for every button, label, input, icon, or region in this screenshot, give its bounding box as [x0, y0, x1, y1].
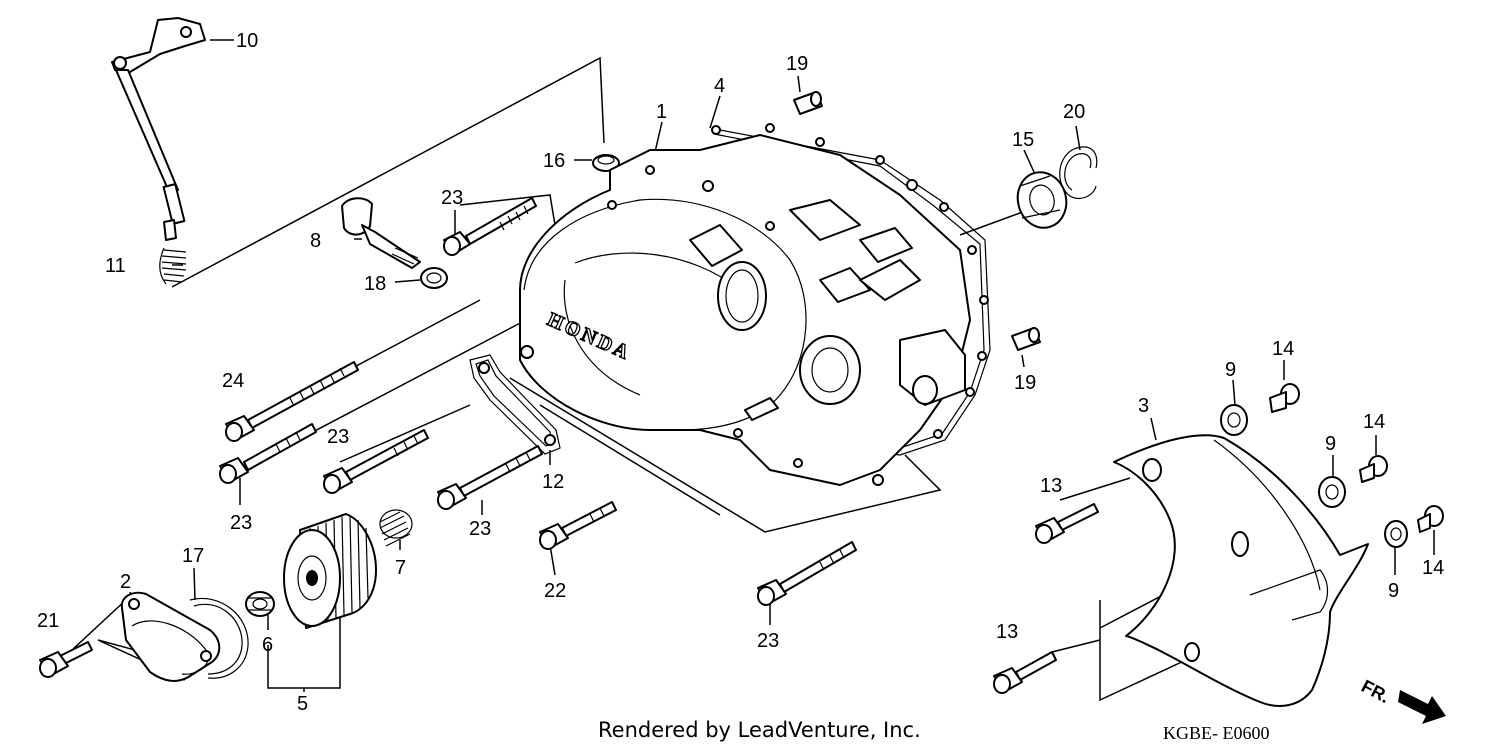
washer-part-18	[420, 267, 448, 289]
collar-part-14-top	[1269, 383, 1300, 413]
shift-shaft-part-10	[111, 17, 206, 241]
dowel-pin-part-19-upper	[793, 91, 823, 115]
callout-14-top: 14	[1272, 338, 1294, 360]
callout-19-upper: 19	[786, 53, 808, 75]
callout-5: 5	[297, 693, 308, 715]
bolt-part-24	[225, 361, 359, 442]
bolt-part-23-center	[437, 445, 543, 510]
diagram-code: KGBE- E0600	[1163, 723, 1270, 743]
filter-cover-part-2	[120, 591, 221, 682]
front-direction-arrow: FR.	[1358, 676, 1446, 724]
crankcase-cover-part-1: HONDA	[519, 123, 991, 486]
callout-23-upper: 23	[441, 187, 463, 209]
bolt-part-13-upper	[1035, 503, 1099, 544]
callout-21: 21	[37, 610, 59, 632]
callout-15: 15	[1012, 129, 1034, 151]
gasket-part-12	[469, 354, 561, 455]
callout-9-top: 9	[1225, 359, 1236, 381]
callout-13-upper: 13	[1040, 475, 1062, 497]
callout-1: 1	[656, 101, 667, 123]
callout-23-middle: 23	[327, 426, 349, 448]
callout-12: 12	[542, 471, 564, 493]
callout-2: 2	[120, 571, 131, 593]
bolt-part-23-middle	[323, 429, 429, 494]
callout-23-left: 23	[230, 512, 252, 534]
bolt-part-21	[39, 641, 93, 678]
callout-23-lower: 23	[757, 630, 779, 652]
callout-18: 18	[364, 273, 386, 295]
grommet-part-9-lower	[1384, 520, 1408, 548]
bolt-part-23-lower	[757, 541, 857, 606]
front-direction-label: FR.	[1358, 676, 1393, 707]
collar-part-14-lower	[1417, 505, 1444, 533]
o-ring-part-6	[245, 591, 275, 617]
callouts: 1 2 3 4 5 6 7 8 9 9 9 10 11 12 13 13 14 …	[37, 30, 1444, 715]
callout-11: 11	[105, 255, 126, 277]
callout-19-lower: 19	[1014, 372, 1036, 394]
dowel-pin-part-19-lower	[1011, 327, 1041, 351]
callout-23-center: 23	[469, 518, 491, 540]
callout-22: 22	[544, 580, 566, 602]
grommet-part-9-middle	[1318, 476, 1346, 508]
spring-part-11	[159, 247, 187, 285]
guard-cover-part-3	[1113, 434, 1369, 707]
callout-7: 7	[395, 557, 406, 579]
credit-text: Rendered by LeadVenture, Inc.	[598, 718, 921, 742]
callout-9-lower: 9	[1388, 580, 1399, 602]
oil-filter-part-5	[283, 513, 377, 629]
oil-plug-part-8	[341, 197, 421, 269]
callout-13-lower: 13	[996, 621, 1018, 643]
oil-seal-part-16	[592, 154, 620, 172]
o-ring-part-17	[189, 597, 249, 679]
callout-10: 10	[236, 30, 258, 52]
callout-20: 20	[1063, 101, 1085, 123]
bearing-part-15	[1016, 171, 1068, 229]
callout-14-lower: 14	[1422, 557, 1444, 579]
callout-24: 24	[222, 370, 244, 392]
spring-part-7	[379, 509, 413, 547]
callout-3: 3	[1138, 395, 1149, 417]
collar-part-14-middle	[1359, 455, 1388, 483]
callout-14-middle: 14	[1363, 411, 1385, 433]
callout-17: 17	[182, 545, 204, 567]
bolt-part-22	[539, 501, 617, 550]
circlip-part-20	[1059, 146, 1098, 199]
callout-6: 6	[262, 634, 273, 656]
callout-9-middle: 9	[1325, 433, 1336, 455]
bolt-part-13-lower	[993, 651, 1057, 694]
callout-8: 8	[310, 230, 321, 252]
bolt-part-23-upper	[443, 197, 537, 256]
callout-4: 4	[714, 75, 725, 97]
bolt-part-23-left	[219, 423, 317, 484]
callout-16: 16	[543, 150, 565, 172]
grommet-part-9-top	[1220, 404, 1248, 436]
